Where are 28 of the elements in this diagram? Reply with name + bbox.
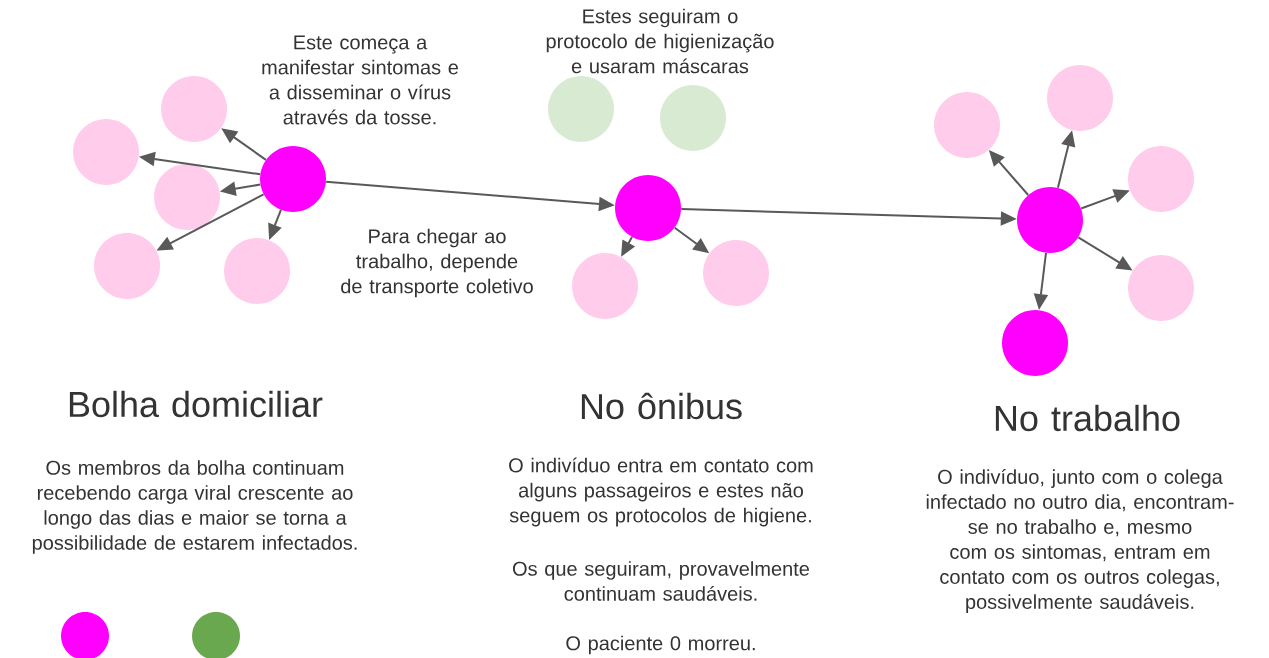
section-heading: No trabalho xyxy=(995,404,1180,432)
description-text: O indivíduo entra em contato com alguns passageiros e estes não seguem os protocolos de higiene. xyxy=(509,457,813,527)
annotation-text: Este começa a manifestar sintomas e a disseminar o vírus através da tosse. xyxy=(262,35,458,125)
circle-node xyxy=(1047,65,1113,131)
circle-node xyxy=(154,164,220,230)
description-text: Os membros da bolha continuam recebendo carga viral crescente ao longo das dias e maior se torna a possibilidade de estarem infectados. xyxy=(32,460,357,554)
annotation-text: Para chegar ao trabalho, depende de transporte coletivo xyxy=(341,228,533,298)
description-text: O indivíduo, junto com o colega infectado no outro dia, encontram-se no trabalho e, mesmo com os sintomas, entram em contato com os outros colegas, possivelmente saudáveis. xyxy=(926,469,1234,613)
circle-node xyxy=(934,92,1000,158)
circle-node xyxy=(161,76,227,142)
description-text: O paciente 0 morreu. xyxy=(566,635,755,655)
circle-node xyxy=(1002,310,1068,376)
circle-node xyxy=(224,238,290,304)
circle-node xyxy=(1017,187,1083,253)
annotation-text: Estes seguiram o protocolo de higienização e usaram máscaras xyxy=(546,8,774,74)
circle-node xyxy=(1128,255,1194,321)
circle-node xyxy=(548,76,614,142)
section-heading: Bolha domiciliar xyxy=(69,390,323,418)
circle-node xyxy=(615,175,681,241)
circle-node xyxy=(703,240,769,306)
circle-node xyxy=(73,119,139,185)
circle-node xyxy=(94,233,160,299)
circle-node xyxy=(1128,146,1194,212)
circle-node xyxy=(572,253,638,319)
circle-node xyxy=(660,85,726,151)
section-heading: No ônibus xyxy=(581,392,742,420)
description-text: Os que seguiram, provavelmente continuam saudáveis. xyxy=(513,561,809,601)
circle-node xyxy=(260,146,326,212)
